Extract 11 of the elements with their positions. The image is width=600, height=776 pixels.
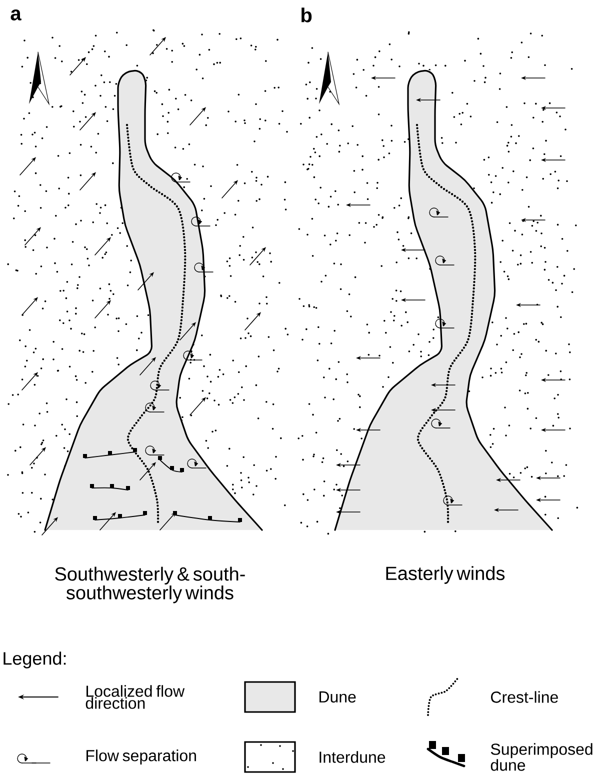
legend-heading: Legend: <box>4 652 66 668</box>
legend-label: Crest-line <box>491 691 558 703</box>
legend-label: Flow separation <box>86 750 196 764</box>
legend-label: Interdune <box>320 751 386 763</box>
legend-label: Superimposed dune <box>490 743 592 771</box>
legend-label: Dune <box>320 691 356 703</box>
panel-caption: Southwesterly & south-southwesterly winds <box>55 566 245 604</box>
legend-label: Localized flow direction <box>86 685 185 709</box>
panel-letter: a <box>10 10 22 20</box>
panel-letter: b <box>302 8 312 22</box>
panel-caption: Easterly winds <box>386 566 505 584</box>
